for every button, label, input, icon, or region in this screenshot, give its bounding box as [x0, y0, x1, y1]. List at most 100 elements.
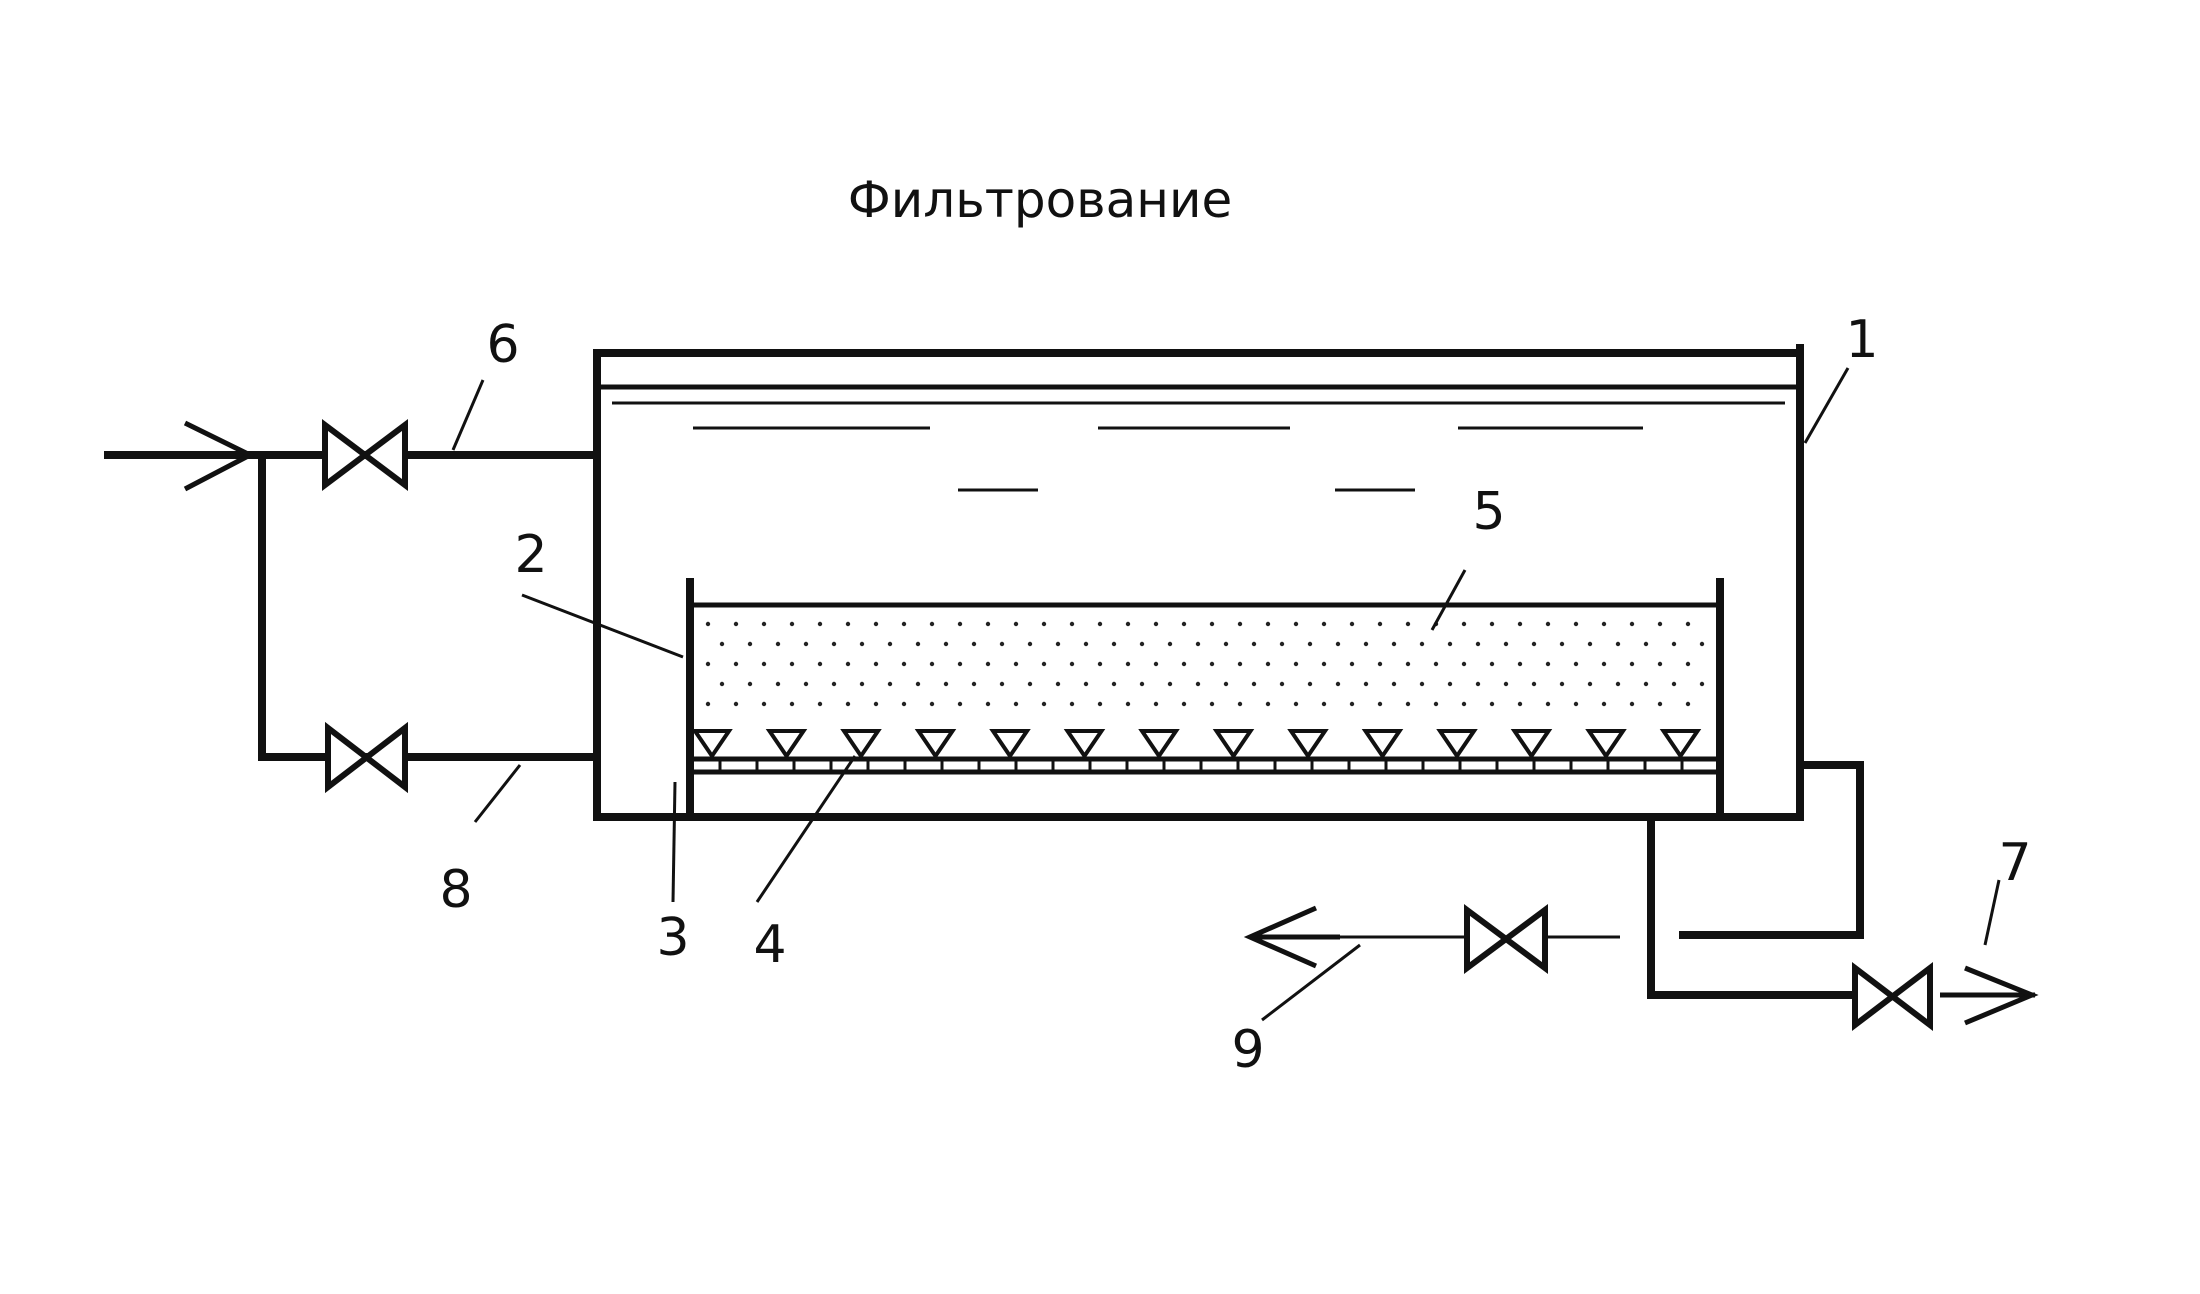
media-dot	[1097, 701, 1103, 707]
media-dot	[1447, 641, 1453, 647]
media-dot	[1545, 701, 1551, 707]
media-dot	[1279, 681, 1285, 687]
media-dot	[719, 681, 725, 687]
media-dot	[1699, 681, 1705, 687]
media-dot	[873, 621, 879, 627]
media-dot	[1097, 621, 1103, 627]
media-dot	[1237, 621, 1243, 627]
media-dot	[1587, 681, 1593, 687]
media-dot	[789, 621, 795, 627]
media-dot	[957, 621, 963, 627]
media-dot	[929, 661, 935, 667]
media-dot	[1321, 661, 1327, 667]
label-5: 5	[1472, 482, 1505, 542]
media-dot	[705, 621, 711, 627]
drainage-nozzles	[691, 729, 1702, 760]
media-dot	[1125, 661, 1131, 667]
media-dot	[747, 681, 753, 687]
media-dot	[999, 641, 1005, 647]
media-dot	[1587, 641, 1593, 647]
filter-tank	[593, 344, 1804, 821]
media-dot	[1363, 681, 1369, 687]
media-dot	[1279, 641, 1285, 647]
media-dot	[887, 681, 893, 687]
media-dot	[1377, 701, 1383, 707]
nozzle	[1436, 729, 1478, 760]
media-dot	[1167, 681, 1173, 687]
media-dot	[1517, 661, 1523, 667]
valve-drain[interactable]	[1464, 904, 1548, 974]
media-dot	[1475, 641, 1481, 647]
media-dot	[1601, 621, 1607, 627]
media-dot	[1671, 641, 1677, 647]
media-dot	[957, 661, 963, 667]
valve-outlet[interactable]	[1852, 961, 1933, 1032]
media-dot	[1069, 701, 1075, 707]
media-dot	[985, 701, 991, 707]
media-dot	[1237, 661, 1243, 667]
media-dot	[1321, 621, 1327, 627]
media-dot	[733, 621, 739, 627]
diagram-title: Фильтрование	[848, 171, 1232, 229]
media-dot	[1181, 661, 1187, 667]
media-dot	[1489, 621, 1495, 627]
media-dot	[1545, 621, 1551, 627]
media-dot	[1433, 661, 1439, 667]
media-dot	[1153, 701, 1159, 707]
media-dot	[1503, 641, 1509, 647]
media-dot	[831, 681, 837, 687]
label-9: 9	[1231, 1020, 1264, 1080]
media-dot	[1209, 661, 1215, 667]
media-dot	[901, 701, 907, 707]
media-dot	[733, 701, 739, 707]
media-dot	[1475, 681, 1481, 687]
media-dot	[1503, 681, 1509, 687]
label-3: 3	[656, 908, 689, 968]
media-dot	[1377, 661, 1383, 667]
media-dot	[1223, 641, 1229, 647]
media-dot	[1517, 621, 1523, 627]
media-dot	[1335, 681, 1341, 687]
media-dot	[1195, 641, 1201, 647]
media-dot	[1685, 621, 1691, 627]
nozzle	[1585, 729, 1627, 760]
label-8: 8	[439, 860, 472, 920]
media-dot	[761, 621, 767, 627]
nozzle	[1063, 729, 1106, 760]
media-dot	[1307, 681, 1313, 687]
nozzle	[1212, 729, 1255, 760]
media-dot	[1699, 641, 1705, 647]
media-dot	[1349, 621, 1355, 627]
media-dot	[1657, 661, 1663, 667]
outlet-piping	[1243, 761, 2039, 1026]
media-dot	[705, 701, 711, 707]
nozzle	[765, 729, 808, 760]
media-dot	[1419, 641, 1425, 647]
media-dot	[1643, 681, 1649, 687]
media-dot	[1055, 681, 1061, 687]
media-dot	[1013, 621, 1019, 627]
media-dot	[1069, 661, 1075, 667]
media-dot	[789, 701, 795, 707]
media-dot	[789, 661, 795, 667]
media-dot	[1559, 681, 1565, 687]
media-dot	[1167, 641, 1173, 647]
media-dot	[1419, 681, 1425, 687]
media-dot	[1307, 641, 1313, 647]
media-dot	[1097, 661, 1103, 667]
media-dot	[1531, 641, 1537, 647]
media-dot	[943, 641, 949, 647]
media-dot	[943, 681, 949, 687]
media-dot	[1153, 661, 1159, 667]
media-dot	[957, 701, 963, 707]
valve-inlet-top[interactable]	[322, 419, 408, 491]
media-dot	[1461, 621, 1467, 627]
media-dot	[1601, 701, 1607, 707]
media-dot	[859, 681, 865, 687]
media-dot	[887, 641, 893, 647]
media-dot	[1629, 701, 1635, 707]
media-dot	[1405, 621, 1411, 627]
media-dot	[1461, 661, 1467, 667]
valve-inlet-bottom[interactable]	[325, 721, 408, 794]
drainage-plate-ticks	[718, 759, 1684, 772]
